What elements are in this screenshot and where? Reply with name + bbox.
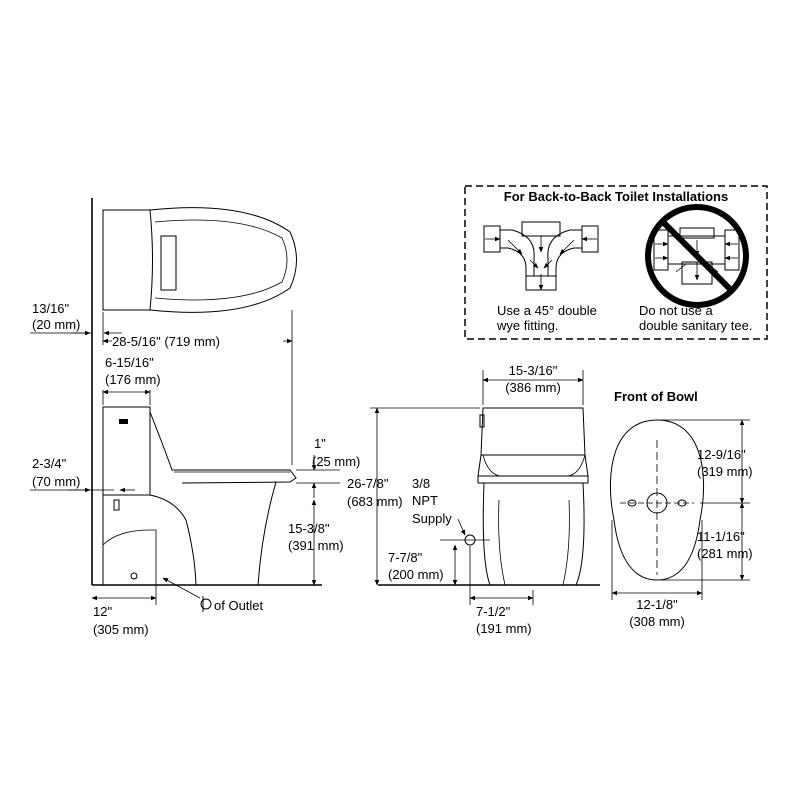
sanitary-tee-icon — [653, 227, 740, 285]
ok-caption-line-2: wye fitting. — [496, 318, 558, 333]
top-view-tank — [102, 209, 153, 311]
side-view-toilet — [102, 406, 297, 586]
bowl-rear-length-dimension-mm: (281 mm) — [697, 546, 753, 561]
rough-in-dimension-mm: (305 mm) — [93, 622, 149, 637]
bowl-width-dimension: 12-1/8" — [636, 597, 678, 612]
no-caption-line-1: Do not use a — [639, 303, 713, 318]
supply-label: Supply — [412, 511, 452, 526]
centerline-icon — [200, 596, 212, 612]
front-view-tank — [480, 407, 586, 456]
seat-gap-dimension: 13/16" — [32, 301, 70, 316]
seat-thickness-dimension: 1" — [314, 436, 326, 451]
side-view-seat — [149, 411, 297, 484]
supply-height-dimension-mm: (70 mm) — [32, 474, 80, 489]
front-view-dimensions: 15-3/16" (386 mm) 26-7/8" (683 mm) 3/8 N… — [347, 363, 584, 636]
bowl-front-length-dimension-mm: (319 mm) — [697, 464, 753, 479]
overall-height-dimension-mm: (683 mm) — [347, 494, 403, 509]
seat-thickness-dimension-mm: (25 mm) — [312, 454, 360, 469]
bowl-view-title: Front of Bowl — [614, 389, 698, 404]
top-view-toilet — [102, 207, 297, 313]
bowl-rear-length-dimension: 11-1/16" — [697, 529, 745, 544]
bolt-hole-left-icon — [627, 499, 637, 507]
back-to-back-inset: For Back-to-Back Toilet Installations Us… — [464, 185, 768, 340]
supply-size-label: 3/8 — [412, 476, 430, 491]
rim-height-dimension: 15-3/8" — [288, 521, 330, 536]
wye-fitting-icon — [483, 221, 599, 291]
bowl-width-dimension-mm: (308 mm) — [629, 614, 685, 629]
overall-height-dimension: 26-7/8" — [347, 476, 389, 491]
front-width-dimension: 15-3/16" — [509, 363, 558, 378]
supply-offset-dimension-mm: (191 mm) — [476, 621, 532, 636]
inset-border — [464, 185, 768, 340]
outlet-centerline-label: of Outlet — [214, 598, 264, 613]
tank-depth-dimension-mm: (176 mm) — [105, 372, 161, 387]
overall-length-dimension: 28-5/16" (719 mm) — [112, 334, 220, 349]
bowl-front-length-dimension: 12-9/16" — [697, 447, 746, 462]
seat-gap-dimension-mm: (20 mm) — [32, 317, 80, 332]
front-of-bowl-view: Front of Bowl — [609, 389, 705, 581]
front-view-seat — [477, 454, 589, 477]
tank-depth-dimension: 6-15/16" — [105, 355, 154, 370]
no-caption-line-2: double sanitary tee. — [639, 318, 752, 333]
side-view-dimensions: 13/16" (20 mm) 28-5/16" (719 mm) 6-15/16… — [30, 301, 360, 637]
bowl-view-dimensions: 12-9/16" (319 mm) 11-1/16" (281 mm) 12-1… — [611, 419, 753, 629]
top-view-hinge — [160, 235, 177, 291]
ok-caption-line-1: Use a 45° double — [497, 303, 597, 318]
rough-in-dimension: 12" — [93, 604, 112, 619]
outlet-bolt-icon — [130, 572, 138, 580]
top-view-seat — [149, 207, 297, 313]
prohibited-icon — [645, 204, 749, 308]
bowl-outline — [609, 419, 705, 581]
supply-height-dimension: 2-3/4" — [32, 456, 67, 471]
flush-handle-icon — [119, 419, 128, 424]
front-view-toilet — [464, 407, 589, 586]
supply-thread-label: NPT — [412, 493, 438, 508]
rim-height-dimension-mm: (391 mm) — [288, 538, 344, 553]
inset-title: For Back-to-Back Toilet Installations — [504, 189, 728, 204]
front-width-dimension-mm: (386 mm) — [505, 380, 561, 395]
front-supply-height-dimension-mm: (200 mm) — [388, 567, 444, 582]
front-supply-height-dimension: 7-7/8" — [388, 550, 423, 565]
side-view-bowl-front — [149, 494, 197, 586]
supply-offset-dimension: 7-1/2" — [476, 604, 511, 619]
supply-valve-icon — [113, 499, 120, 511]
